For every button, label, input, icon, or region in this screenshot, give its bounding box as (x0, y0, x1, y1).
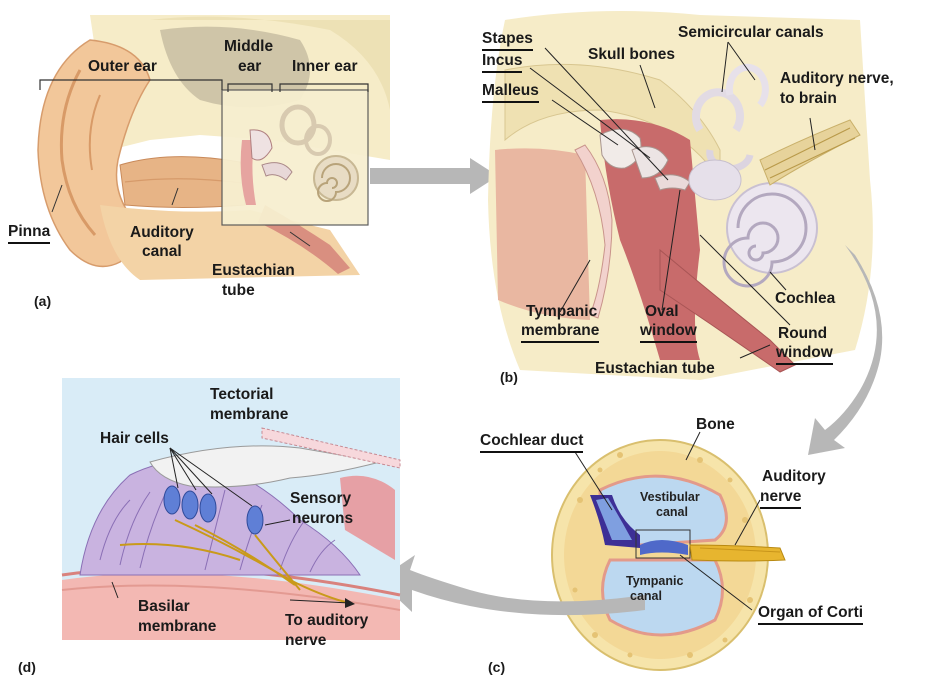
label-semicircular-canals: Semicircular canals (678, 24, 824, 42)
label-sensory-neurons-line2: neurons (292, 510, 353, 528)
label-auditory-canal-line1: Auditory (130, 224, 194, 242)
label-eustachian-tube-a-line2: tube (222, 282, 255, 300)
label-malleus: Malleus (482, 82, 539, 103)
label-stapes: Stapes (482, 30, 533, 51)
label-tympanic-membrane-line1: Tympanic (526, 303, 597, 321)
label-auditory-canal-line2: canal (142, 243, 182, 261)
label-to-auditory-nerve-line2: nerve (285, 632, 326, 650)
label-basilar-membrane-line2: membrane (138, 618, 216, 636)
panel-label-b: (b) (500, 368, 518, 386)
panel-label-d: (d) (18, 658, 36, 676)
label-tectorial-membrane-line2: membrane (210, 406, 288, 424)
label-eustachian-tube-a-line1: Eustachian (212, 262, 295, 280)
label-auditory-nerve-c-line1: Auditory (762, 468, 826, 486)
label-cochlea: Cochlea (775, 290, 835, 308)
label-outer-ear: Outer ear (88, 58, 157, 76)
label-middle-ear-line2: ear (238, 58, 261, 76)
label-auditory-nerve-b-line1: Auditory nerve, (780, 70, 894, 88)
label-tectorial-membrane-line1: Tectorial (210, 386, 273, 404)
panel-label-a: (a) (34, 292, 51, 310)
label-pinna: Pinna (8, 223, 50, 244)
label-incus: Incus (482, 52, 522, 73)
label-tympanic-canal-line2: canal (630, 589, 662, 603)
panel-a-illustration (30, 8, 390, 288)
label-vestibular-canal-line2: canal (656, 505, 688, 519)
label-basilar-membrane-line1: Basilar (138, 598, 190, 616)
panel-c-illustration (552, 432, 785, 670)
panel-label-c: (c) (488, 658, 505, 676)
label-hair-cells: Hair cells (100, 430, 169, 448)
label-sensory-neurons-line1: Sensory (290, 490, 351, 508)
label-eustachian-tube-b: Eustachian tube (595, 360, 715, 378)
label-inner-ear: Inner ear (292, 58, 357, 76)
label-oval-window-line2: window (640, 322, 697, 343)
label-auditory-nerve-c-line2: nerve (760, 488, 801, 509)
label-bone: Bone (696, 416, 735, 434)
label-tympanic-canal-line1: Tympanic (626, 574, 683, 588)
label-to-auditory-nerve-line1: To auditory (285, 612, 368, 630)
label-oval-window-line1: Oval (645, 303, 679, 321)
label-round-window-line2: window (776, 344, 833, 365)
label-vestibular-canal-line1: Vestibular (640, 490, 700, 504)
label-auditory-nerve-b-line2: to brain (780, 90, 837, 108)
label-skull-bones: Skull bones (588, 46, 675, 64)
label-cochlear-duct: Cochlear duct (480, 432, 583, 453)
label-organ-of-corti: Organ of Corti (758, 604, 863, 625)
label-tympanic-membrane-line2: membrane (521, 322, 599, 343)
label-round-window-line1: Round (778, 325, 827, 343)
label-middle-ear-line1: Middle (224, 38, 273, 56)
